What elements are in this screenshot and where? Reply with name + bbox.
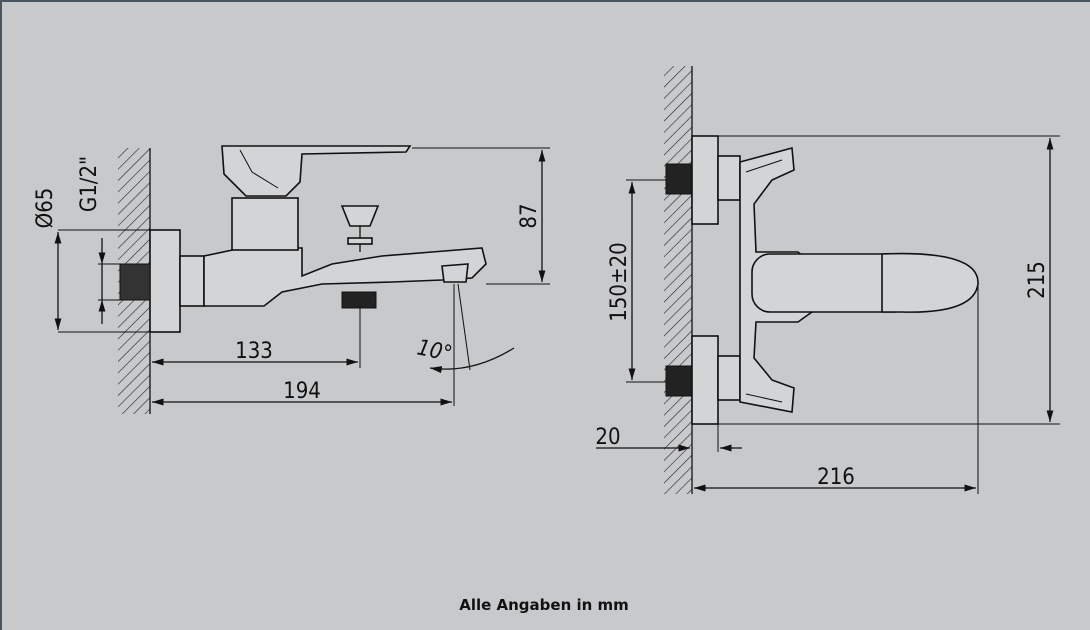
dim-height-215: 215	[1025, 261, 1050, 299]
front-view	[664, 66, 979, 494]
diverter-knob	[340, 205, 380, 227]
side-view	[118, 145, 487, 414]
wall-hatch-right	[664, 66, 692, 494]
mixer-column	[231, 197, 299, 251]
dim-height-87: 87	[517, 203, 542, 228]
dim-diameter: Ø65	[33, 188, 58, 229]
dim-projection-133: 133	[235, 339, 273, 364]
threaded-connector	[119, 263, 151, 301]
side-dimensions: Ø65 G1/2" 87 133 194 10°	[33, 147, 550, 406]
mixer-body-side	[203, 247, 487, 307]
wall-flange-left	[149, 229, 181, 333]
front-dimensions: 215 150±20 20 216	[595, 135, 1060, 494]
dim-wall-offset: 20	[595, 425, 620, 450]
dim-thread: G1/2"	[77, 156, 102, 212]
dim-angle: 10°	[415, 335, 455, 367]
hose-outlet	[341, 291, 377, 309]
nut-left	[179, 255, 205, 307]
units-note: Alle Angaben in mm	[459, 596, 629, 614]
lever-side	[221, 145, 412, 197]
dim-projection-194: 194	[283, 379, 321, 404]
dim-depth-216: 216	[817, 465, 855, 490]
dim-centers: 150±20	[607, 242, 632, 322]
